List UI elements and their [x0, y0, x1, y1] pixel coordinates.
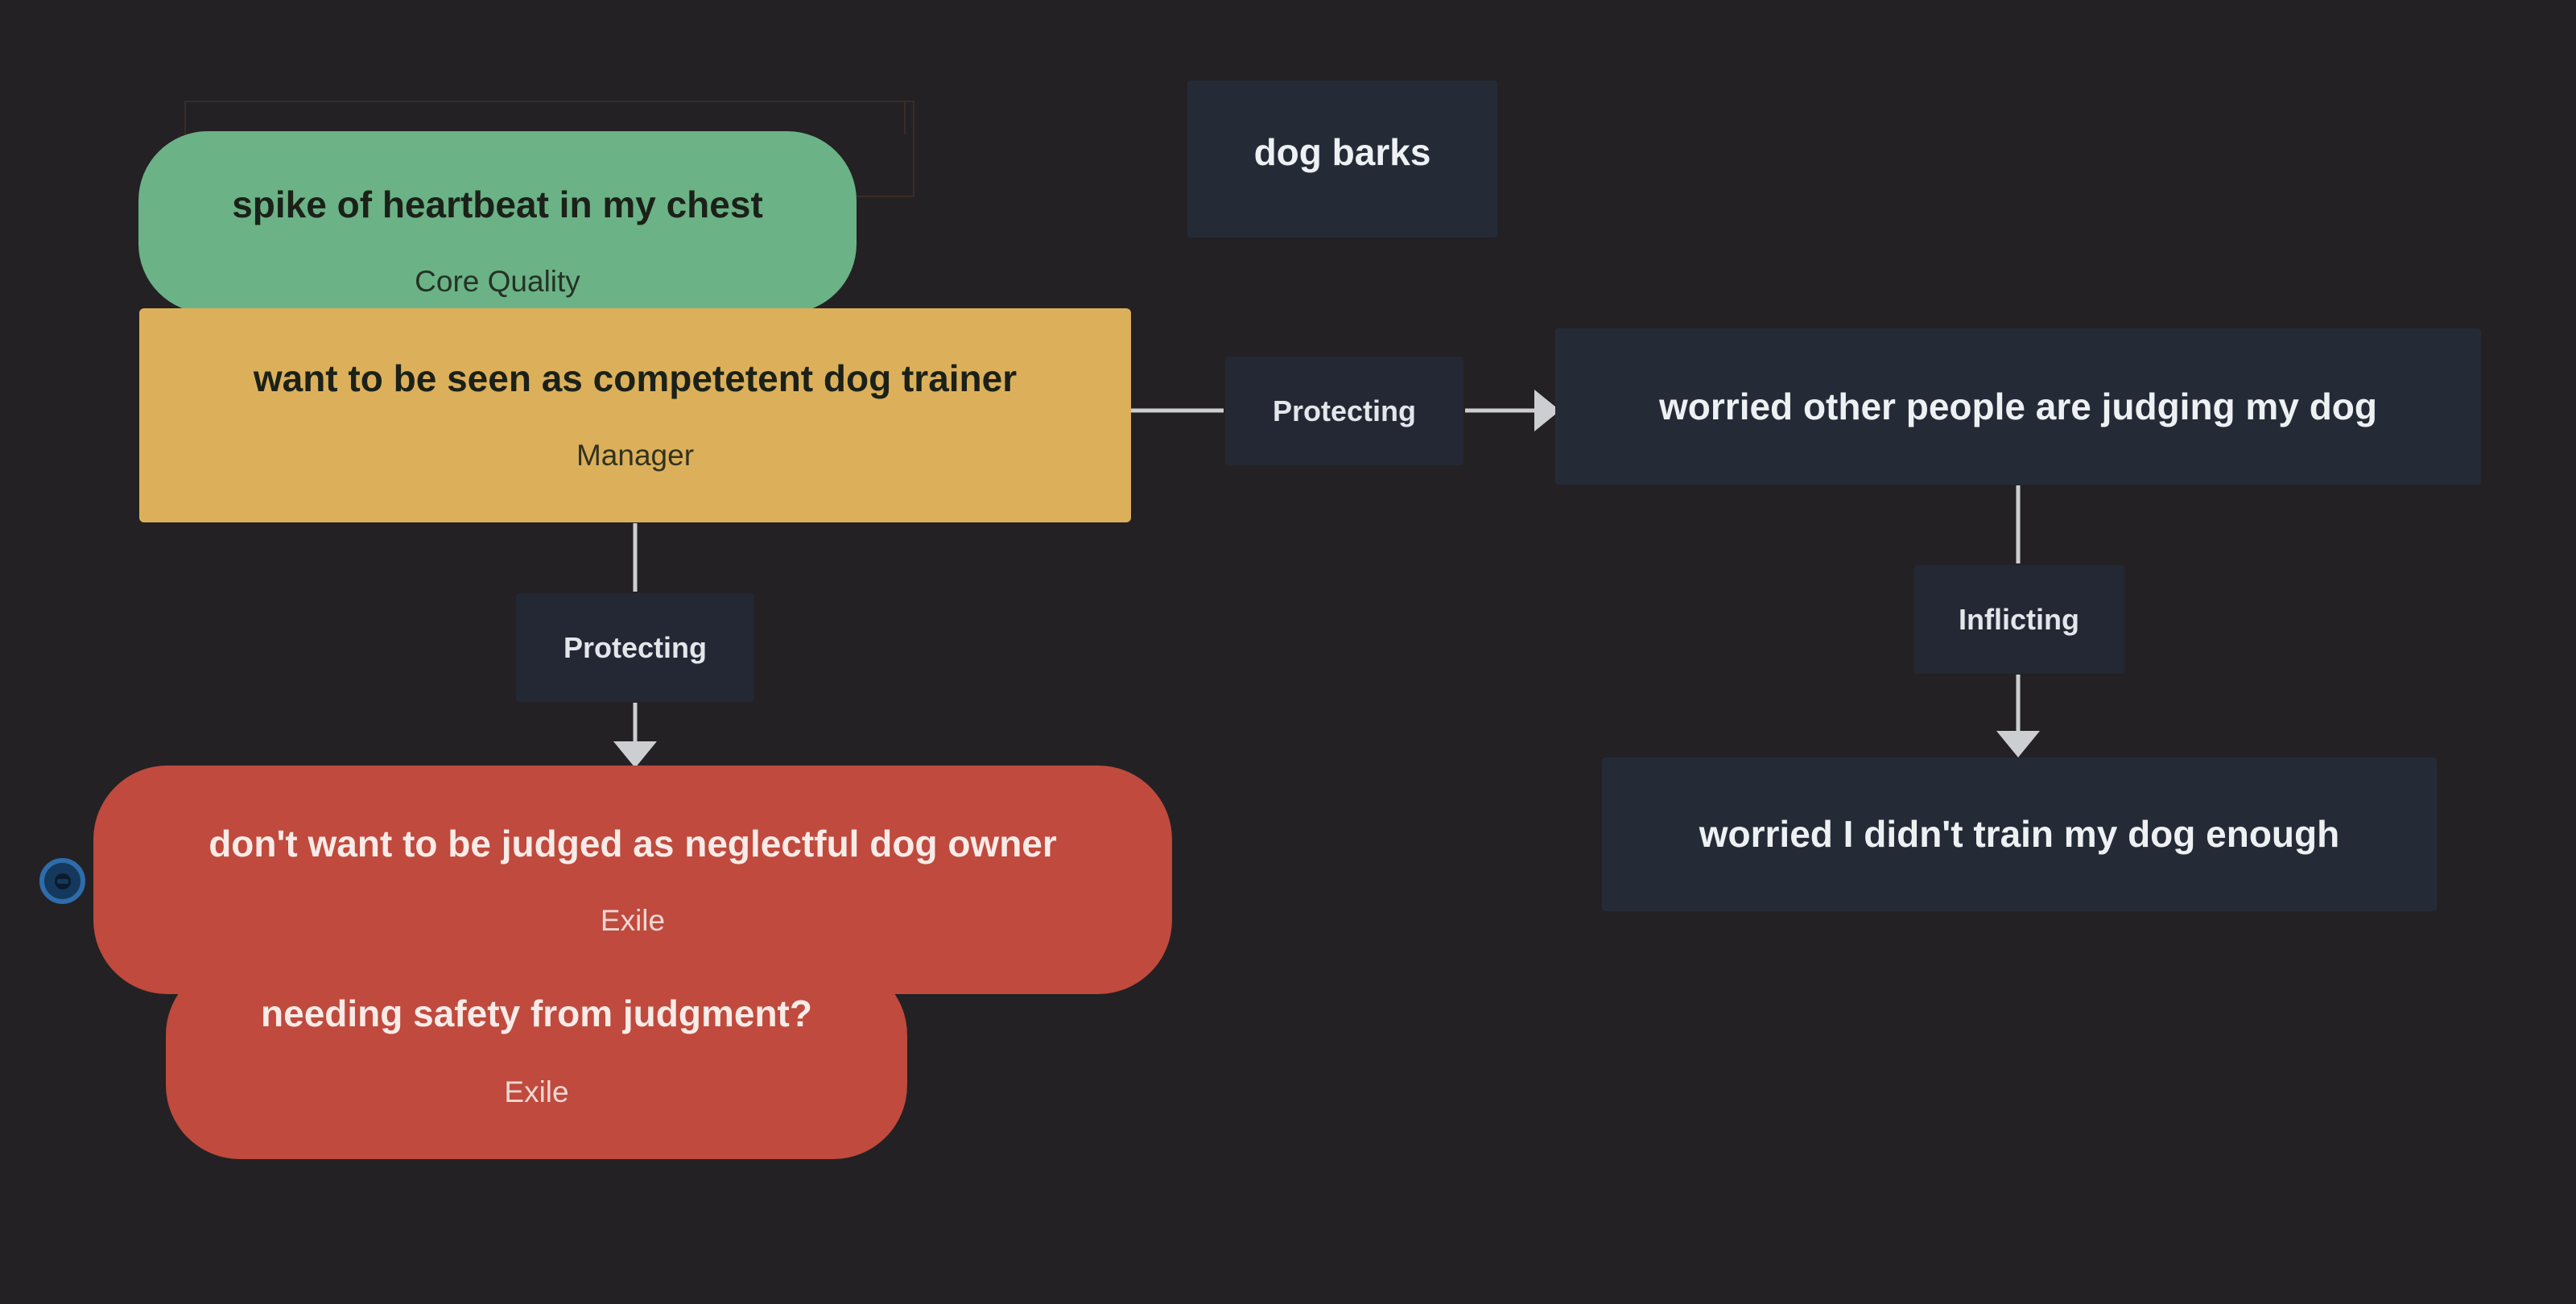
node-core-quality[interactable]: spike of heartbeat in my chest Core Qual…	[138, 131, 857, 313]
node-worried-training[interactable]: worried I didn't train my dog enough	[1602, 757, 2437, 911]
edge-label-text: Protecting	[563, 630, 707, 664]
node-trigger-dog-barks[interactable]: dog barks	[1187, 80, 1497, 237]
node-title: want to be seen as competetent dog train…	[253, 357, 1018, 399]
target-core-dot	[54, 873, 71, 889]
node-subtitle: Manager	[576, 438, 695, 472]
target-slit	[56, 878, 68, 884]
arrowhead-right-icon	[1534, 390, 1560, 431]
edge-label-inflicting[interactable]: Inflicting	[1913, 565, 2124, 674]
node-title: worried I didn't train my dog enough	[1699, 813, 2340, 856]
edge-label-text: Inflicting	[1959, 602, 2079, 636]
node-subtitle: Exile	[600, 903, 666, 937]
node-title: needing safety from judgment?	[261, 992, 812, 1034]
node-title: worried other people are judging my dog	[1659, 385, 2377, 427]
edge-label-protecting-down[interactable]: Protecting	[516, 593, 754, 702]
ghost-node-outline-inner-edge	[904, 102, 906, 134]
arrowhead-down-icon	[613, 741, 657, 768]
node-title: don't want to be judged as neglectful do…	[208, 823, 1057, 865]
arrowhead-down-icon	[1996, 731, 2040, 757]
node-title: dog barks	[1253, 131, 1431, 174]
node-manager[interactable]: want to be seen as competetent dog train…	[139, 308, 1131, 522]
edge-label-text: Protecting	[1272, 394, 1416, 427]
edge-manager-to-worried-judging	[1131, 390, 1560, 431]
edge-label-protecting-right[interactable]: Protecting	[1225, 357, 1463, 465]
center-target-icon[interactable]	[39, 858, 85, 904]
node-exile-neglectful[interactable]: don't want to be judged as neglectful do…	[93, 765, 1172, 994]
node-worried-judging[interactable]: worried other people are judging my dog	[1555, 328, 2481, 485]
node-exile-safety[interactable]: needing safety from judgment? Exile	[166, 961, 907, 1159]
edge-worried-judging-to-worried-training	[1996, 485, 2040, 757]
node-subtitle: Core Quality	[415, 264, 580, 298]
edge-manager-to-exile	[613, 523, 657, 768]
node-subtitle: Exile	[504, 1075, 569, 1108]
node-title: spike of heartbeat in my chest	[232, 184, 763, 225]
